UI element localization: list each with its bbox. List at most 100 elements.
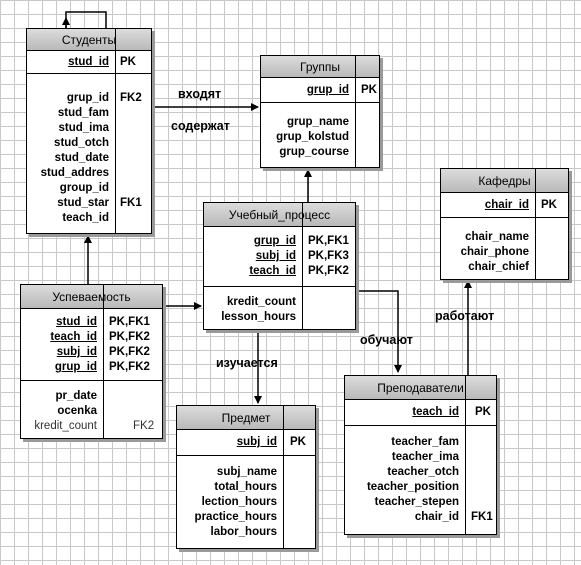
key	[471, 465, 493, 480]
field: grup_kolstud	[276, 131, 349, 143]
field: lesson_hours	[221, 311, 296, 323]
entity-title: Преподаватели	[345, 376, 496, 400]
pk-section: teach_id PK	[345, 400, 496, 426]
field: stud_date	[54, 152, 109, 164]
field: pr_date	[55, 390, 97, 402]
entity-departments[interactable]: Кафедры chair_id PK chair_name chair_pho…	[440, 168, 569, 280]
link-process-teachers	[355, 290, 402, 373]
relation-label-work: работают	[435, 309, 495, 323]
key-pk: PK	[290, 436, 306, 448]
field-grup-id: grup_id	[253, 235, 296, 247]
entity-title: Группы	[261, 56, 379, 78]
key	[120, 136, 142, 151]
field: stud_ima	[58, 122, 110, 134]
key: PK,FK1	[308, 235, 349, 247]
self-link-students	[65, 11, 107, 28]
key: FK2	[133, 420, 155, 432]
relation-label-contain: содержат	[171, 119, 230, 133]
field: chair_id	[414, 511, 459, 523]
entity-teachers[interactable]: Преподаватели teach_id PK teacher_fam te…	[344, 375, 497, 535]
entity-progress[interactable]: Успеваемость stud_id teach_id subj_id gr…	[20, 284, 163, 439]
field: chair_phone	[460, 246, 529, 258]
field: stud_otch	[54, 137, 109, 149]
key: PK,FK2	[109, 346, 150, 358]
field: labor_hours	[210, 526, 277, 538]
relation-label-enter: входят	[178, 87, 222, 101]
pk-section: chair_id PK	[441, 193, 568, 218]
field-grup-id: grup_id	[54, 361, 97, 373]
field-teach-id: teach_id	[50, 331, 97, 343]
field: teacher_ima	[391, 451, 459, 463]
field: total_hours	[214, 481, 277, 493]
entity-title: Кафедры	[441, 169, 568, 193]
relation-label-studied: изучается	[216, 356, 278, 370]
relation-label-teach: обучают	[360, 333, 413, 347]
key	[471, 480, 493, 495]
key: PK,FK2	[109, 331, 150, 343]
entity-title: Студенты	[27, 29, 151, 51]
key: PK,FK3	[308, 250, 349, 262]
key	[471, 450, 493, 465]
field-chair-id: chair_id	[484, 199, 529, 211]
pk-section: subj_id PK	[177, 430, 315, 456]
field: grup_course	[279, 146, 349, 158]
field-teach-id: teach_id	[249, 265, 296, 277]
entity-students[interactable]: Студенты stud_id PK grup_id stud_fam stu…	[26, 28, 152, 234]
key	[471, 495, 493, 510]
field: stud_addres	[40, 167, 109, 179]
key-pk: PK	[120, 56, 136, 68]
key-pk: PK	[361, 84, 377, 96]
pk-section: grup_id PK	[261, 78, 379, 103]
key: FK1	[120, 197, 142, 209]
key: PK,FK2	[109, 361, 150, 373]
field: chair_chief	[468, 261, 529, 273]
field: subj_name	[216, 466, 277, 478]
field: kredit_count	[34, 420, 97, 432]
key: FK1	[471, 511, 493, 523]
key-pk: PK	[541, 199, 557, 211]
field-subj-id: subj_id	[236, 436, 277, 448]
key	[471, 435, 493, 450]
field: teacher_fam	[391, 436, 459, 448]
key	[120, 106, 142, 121]
field-stud-id: stud_id	[68, 56, 109, 68]
key-pk: PK	[475, 406, 491, 418]
field: stud_fam	[57, 107, 109, 119]
entity-study-process[interactable]: Учебный_процесс grup_id subj_id teach_id…	[203, 202, 356, 330]
entity-subject[interactable]: Предмет subj_id PK subj_name total_hours…	[176, 405, 316, 549]
field: chair_name	[465, 231, 529, 243]
field: ocenka	[57, 405, 97, 417]
field-teach-id: teach_id	[412, 406, 459, 418]
field-subj-id: subj_id	[56, 346, 97, 358]
field: teacher_position	[366, 481, 459, 493]
entity-title: Учебный_процесс	[204, 203, 355, 227]
field: stud_star	[57, 197, 109, 209]
field: grup_id	[66, 92, 109, 104]
key: PK,FK2	[308, 265, 349, 277]
field: practice_hours	[194, 511, 277, 523]
pk-section: grup_id subj_id teach_id PK,FK1 PK,FK3 P…	[204, 227, 355, 287]
entity-groups[interactable]: Группы grup_id PK grup_name grup_kolstud…	[260, 55, 380, 168]
field: group_id	[59, 182, 109, 194]
field: lection_hours	[201, 496, 277, 508]
field: teacher_stepen	[374, 496, 459, 508]
field-grup-id: grup_id	[306, 84, 349, 96]
field-subj-id: subj_id	[255, 250, 296, 262]
field-stud-id: stud_id	[56, 316, 97, 328]
field: teach_id	[62, 212, 109, 224]
key	[120, 121, 142, 136]
entity-title: Успеваемость	[21, 285, 162, 309]
field: teacher_otch	[387, 466, 459, 478]
key	[120, 166, 142, 181]
key	[120, 181, 142, 196]
key	[120, 211, 142, 226]
pk-section: stud_id teach_id subj_id grup_id PK,FK1 …	[21, 309, 162, 381]
field: kredit_count	[226, 296, 296, 308]
field: grup_name	[287, 116, 349, 128]
entity-title: Предмет	[177, 406, 315, 430]
key: PK,FK1	[109, 316, 150, 328]
key: FK2	[120, 92, 142, 104]
pk-section: stud_id PK	[27, 51, 151, 74]
key	[120, 151, 142, 166]
